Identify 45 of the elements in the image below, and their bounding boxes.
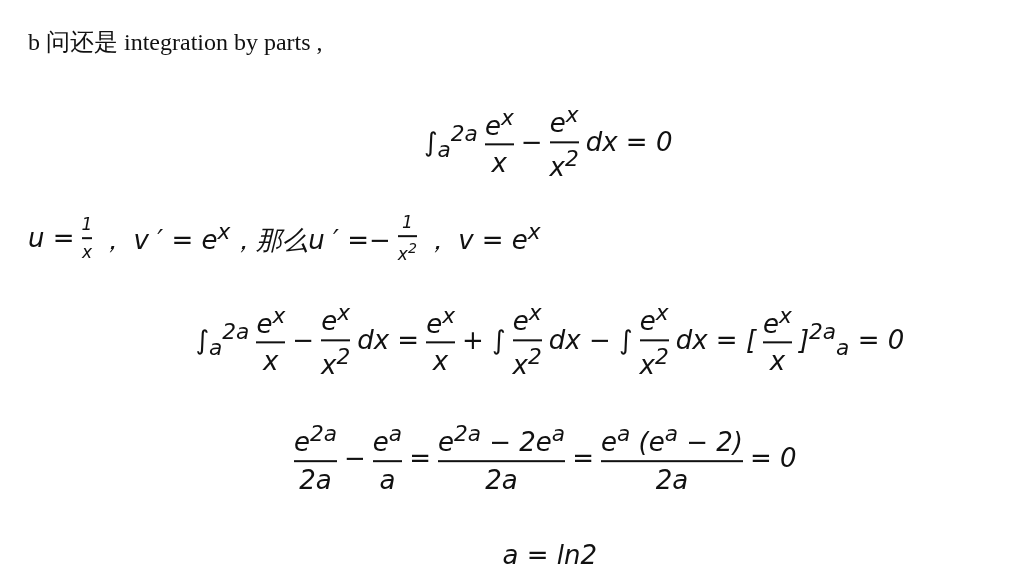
numerator: e$^{2a}$ − 2e$^{a}$: [437, 421, 566, 457]
denominator: x$^{2}$: [512, 344, 542, 380]
math-text: ]$^{2a}$$_{a}$ = 0: [798, 319, 905, 361]
numerator: e$^{x}$: [763, 303, 792, 339]
numerator: e$^{a}$ (e$^{a}$ − 2): [600, 421, 743, 457]
math-text: + ∫: [461, 325, 506, 355]
math-text: dx =: [357, 325, 420, 355]
denominator: x: [263, 346, 279, 377]
denominator: 2a: [485, 464, 518, 495]
numerator: e$^{a}$: [372, 421, 403, 457]
math-text: =: [409, 443, 431, 473]
denominator: x$^{2}$: [639, 344, 669, 380]
math-text: dx = [: [675, 325, 757, 355]
numerator: e$^{x}$: [256, 303, 286, 339]
math-text: a = ln2: [502, 540, 597, 570]
denominator: x$^{2}$: [549, 146, 579, 182]
denominator: x: [81, 242, 92, 262]
numerator: e$^{x}$: [512, 300, 542, 336]
denominator: 2a: [655, 464, 689, 495]
denominator: x: [769, 346, 786, 377]
numerator: e$^{x}$: [549, 102, 579, 138]
numerator: e$^{2a}$: [294, 421, 338, 457]
denominator: a: [379, 464, 396, 495]
denominator: x: [432, 346, 449, 377]
math-text: ， v ′ = e$^{x}$，那么u ′ =−: [99, 218, 391, 257]
numerator: e$^{x}$: [321, 300, 350, 336]
heading-text: b 问还是 integration by parts ,: [28, 28, 323, 57]
math-text: = 0: [749, 443, 797, 473]
math-text: u =: [28, 223, 75, 253]
numerator: e$^{x}$: [426, 303, 455, 339]
denominator: x$^{2}$: [321, 344, 351, 380]
math-text: ， v = e$^{x}$: [423, 218, 541, 257]
math-text: −: [520, 127, 543, 157]
numerator: e$^{x}$: [484, 105, 514, 141]
math-text: dx = 0: [585, 127, 673, 157]
math-text: −: [292, 325, 314, 355]
denominator: x: [491, 148, 507, 179]
numerator: 1: [401, 212, 413, 233]
math-text: =: [572, 443, 594, 473]
denominator: 2a: [299, 464, 332, 495]
denominator: x$^{2}$: [397, 240, 417, 264]
math-text: −: [344, 443, 366, 473]
numerator: 1: [81, 214, 93, 234]
math-text: dx − ∫: [548, 325, 633, 355]
numerator: e$^{x}$: [639, 300, 669, 336]
